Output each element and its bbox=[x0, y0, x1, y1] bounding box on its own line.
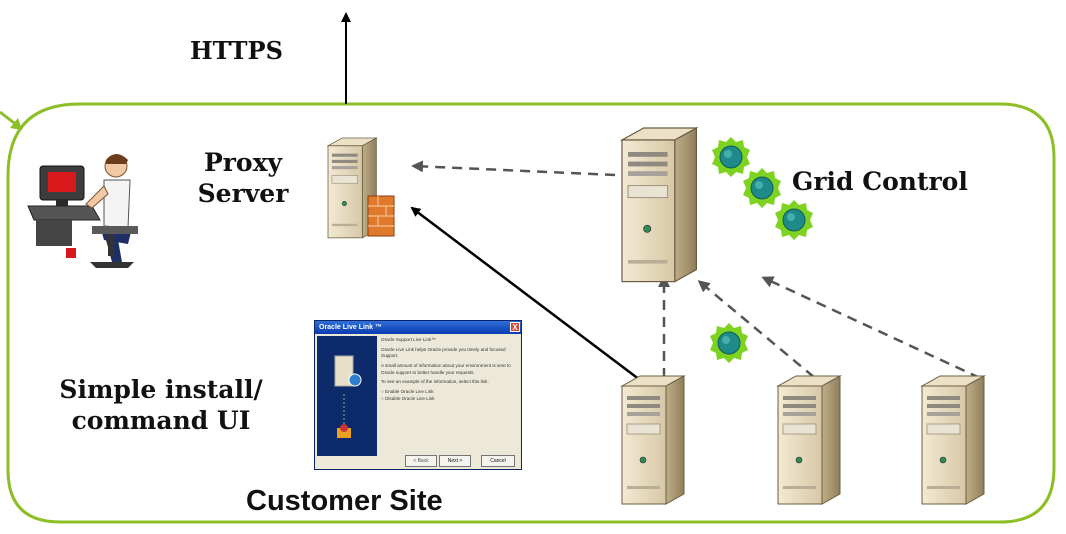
grid-control-server-icon bbox=[621, 127, 698, 283]
proxy-label-line1: Proxy bbox=[203, 148, 283, 177]
customer-site-boundary bbox=[6, 102, 1056, 524]
dialog-text-3: To see an example of the information, se… bbox=[381, 379, 489, 385]
dialog-text-1: Oracle Live Link helps Oracle provide yo… bbox=[381, 346, 506, 359]
agent-status-icon bbox=[709, 322, 749, 364]
dialog-cancel-button[interactable]: Cancel bbox=[481, 455, 515, 467]
firewall-icon bbox=[367, 195, 395, 237]
install-ui-label: Simple install/ command UI bbox=[16, 374, 306, 437]
grid-control-label: Grid Control bbox=[792, 167, 968, 196]
live-link-dialog-thumbnail: Oracle Live Link ™ X Oracle Support Live… bbox=[314, 320, 522, 470]
dialog-option-enable[interactable]: ○ Enable Oracle Live Link bbox=[381, 388, 434, 394]
dialog-side-panel bbox=[317, 336, 377, 456]
managed-host-server-3-icon bbox=[921, 375, 985, 505]
dialog-body: Oracle Support Live Link™ Oracle Live Li… bbox=[381, 337, 517, 402]
dialog-title: Oracle Live Link ™ bbox=[319, 324, 383, 331]
grid-status-icon-1 bbox=[711, 136, 751, 178]
proxy-label-line2: Server bbox=[197, 179, 289, 209]
install-label-line1: Simple install/ bbox=[59, 375, 263, 404]
host-to-proxy-arrow bbox=[410, 206, 641, 381]
proxy-server-label: Proxy Server bbox=[178, 147, 308, 210]
boundary-arrow-left-head bbox=[10, 118, 22, 130]
dialog-text-2: A small amount of information about your… bbox=[381, 362, 511, 375]
host3-to-grid-dashed-arrow bbox=[761, 276, 981, 380]
dialog-heading: Oracle Support Live Link™ bbox=[381, 337, 436, 342]
dialog-computer-icon bbox=[334, 355, 362, 438]
dialog-next-button[interactable]: Next > bbox=[439, 455, 471, 467]
grid-to-proxy-dashed-arrow bbox=[411, 160, 616, 177]
administrator-workstation-icon bbox=[27, 154, 138, 268]
dialog-back-button[interactable]: < Back bbox=[405, 455, 437, 467]
grid-status-icon-2 bbox=[742, 167, 782, 209]
https-label: HTTPS bbox=[190, 36, 283, 65]
install-label-line2: command UI bbox=[71, 406, 251, 436]
grid-status-icon-3 bbox=[774, 199, 814, 241]
managed-host-server-2-icon bbox=[777, 375, 841, 505]
managed-host-server-1-icon bbox=[621, 375, 685, 505]
dialog-option-disable[interactable]: ○ Disable Oracle Live Link bbox=[381, 395, 435, 401]
host2-to-grid-dashed-arrow bbox=[697, 280, 828, 389]
customer-site-label: Customer Site bbox=[246, 485, 443, 517]
dialog-titlebar: Oracle Live Link ™ X bbox=[315, 321, 521, 334]
dialog-close-icon[interactable]: X bbox=[510, 322, 520, 332]
